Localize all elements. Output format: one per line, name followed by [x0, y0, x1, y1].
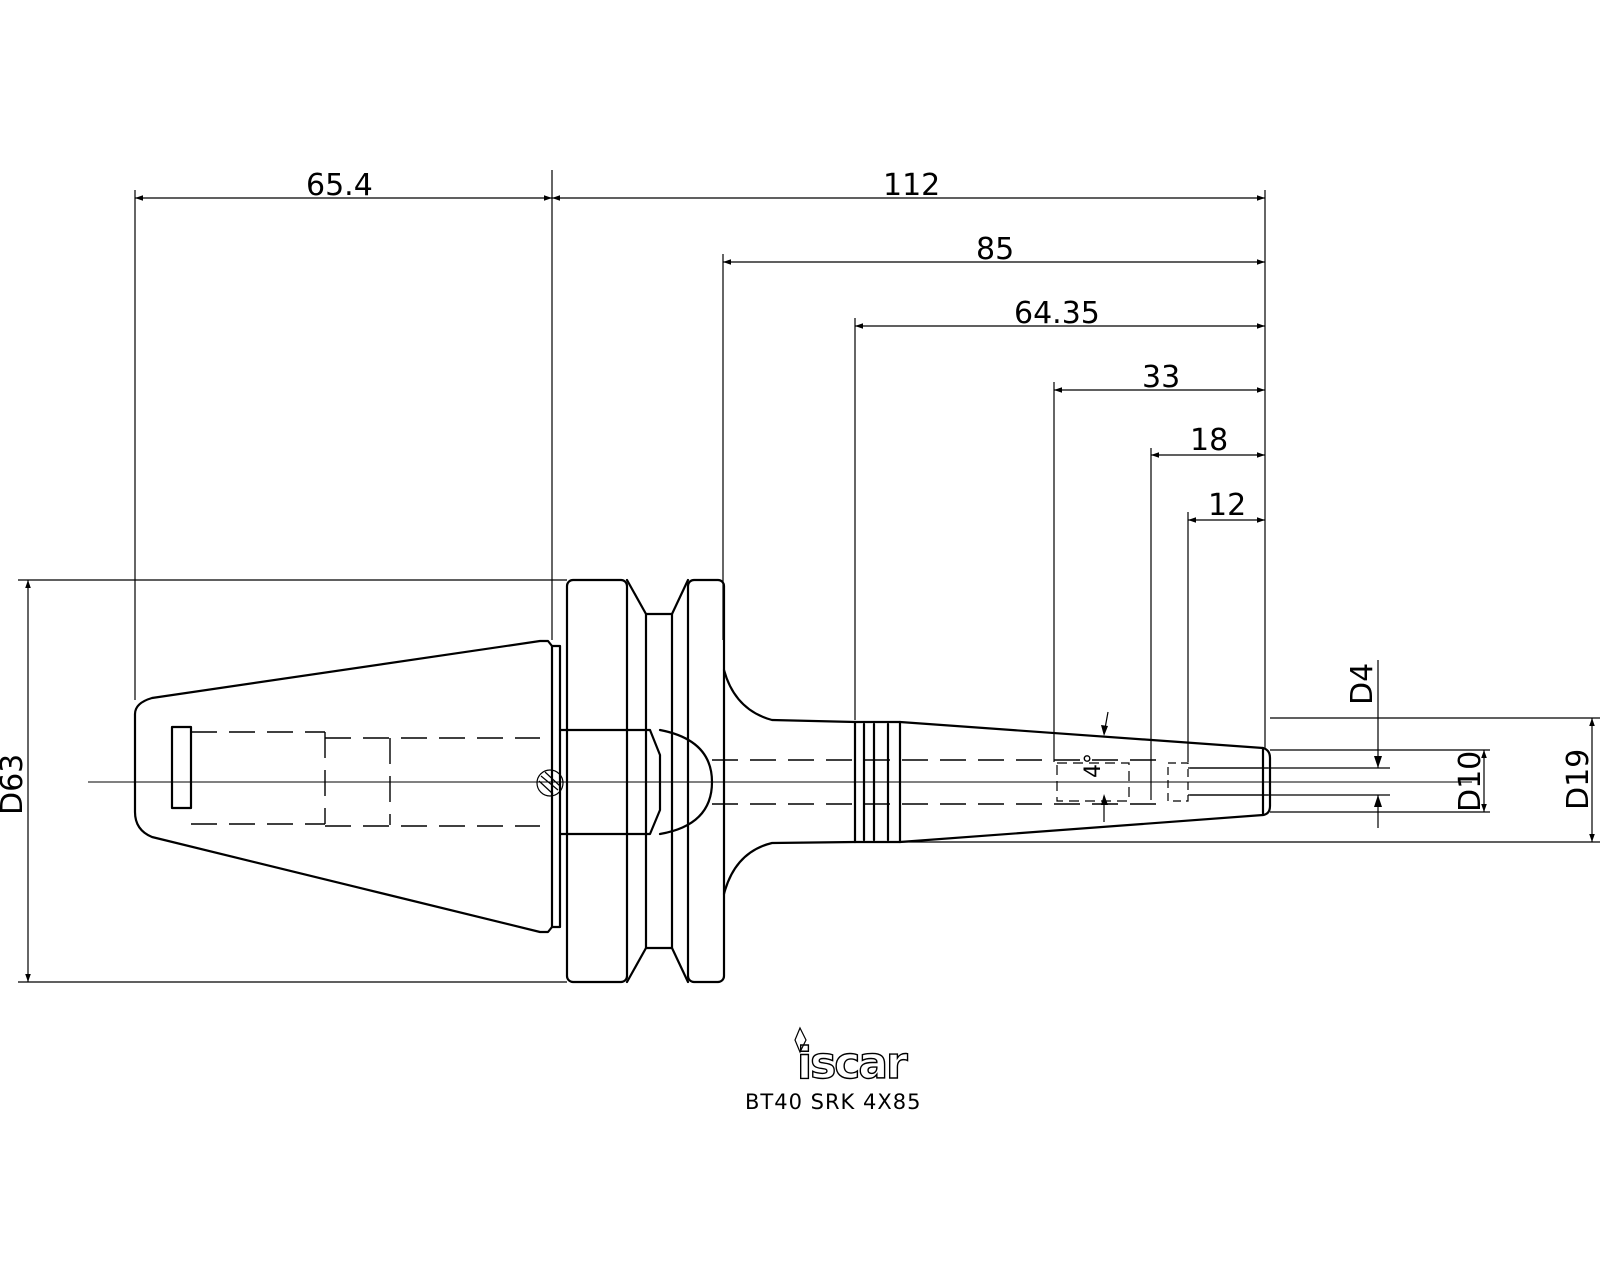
taper-shank [133, 639, 562, 934]
dim-d19: D19 [1561, 749, 1596, 810]
dim-d4: D4 [1345, 663, 1380, 705]
dim-64-35: 64.35 [1014, 296, 1100, 331]
dim-12: 12 [1208, 488, 1246, 523]
brand-logo: iscar [794, 1026, 911, 1090]
nose [722, 668, 1272, 896]
dim-18: 18 [1190, 423, 1228, 458]
flange [536, 578, 726, 984]
vertical-dimensions [25, 580, 1595, 982]
horizontal-dimensions [135, 195, 1265, 523]
extension-lines [18, 170, 1600, 983]
model-caption: BT40 SRK 4X85 [745, 1090, 921, 1114]
dim-65-4: 65.4 [306, 168, 373, 203]
dim-112: 112 [883, 168, 940, 203]
dim-d10: D10 [1453, 751, 1488, 812]
dim-85: 85 [976, 232, 1014, 267]
dim-33: 33 [1142, 360, 1180, 395]
logo-wordmark: iscar [797, 1038, 908, 1089]
hidden-bores [191, 731, 1268, 827]
dim-taper-angle: 4° [1081, 753, 1106, 778]
dim-d63: D63 [0, 754, 30, 815]
